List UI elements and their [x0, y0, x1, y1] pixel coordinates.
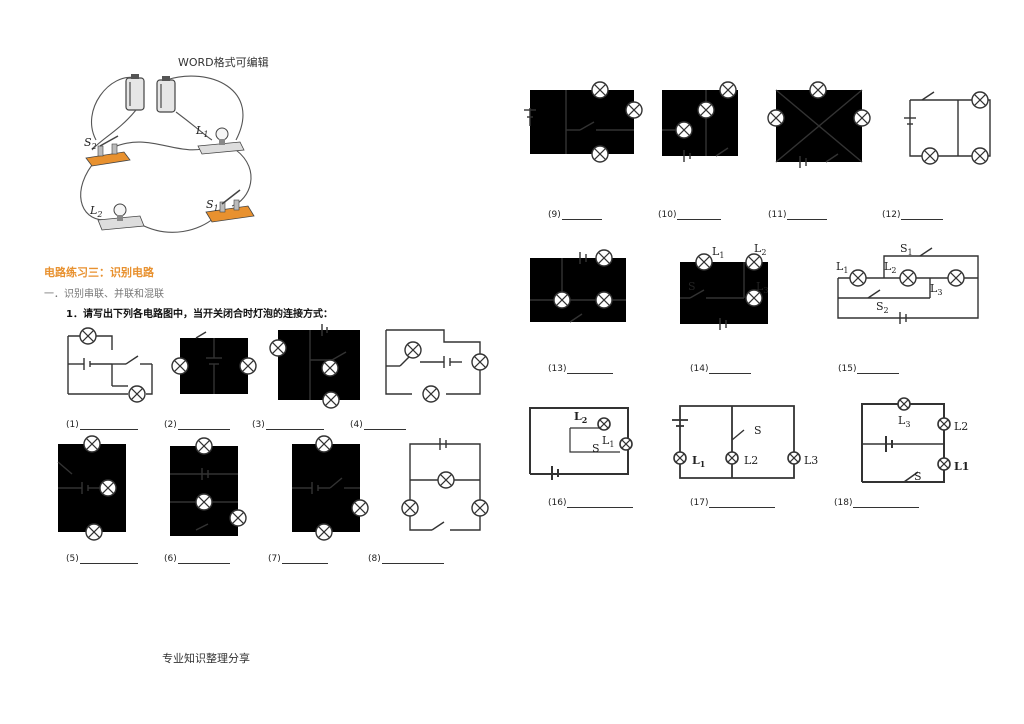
label-s2-c15: S2 — [876, 300, 889, 315]
word-format-header: WORD格式可编辑 — [178, 56, 269, 69]
circuit-17 — [672, 405, 795, 479]
label-l2-c16: L2 — [574, 410, 587, 425]
switch-s2-photo — [85, 135, 131, 167]
answer-blank-13[interactable]: (13) — [548, 364, 614, 374]
label-l2-c17: L2 — [744, 454, 758, 467]
label-s-c17: S — [754, 424, 762, 437]
lamp-l1-photo — [197, 127, 245, 155]
answer-blank-3[interactable]: (3) — [252, 420, 324, 430]
label-l2-c15: L2 — [884, 260, 896, 275]
answer-blank-5[interactable]: (5) — [66, 554, 138, 564]
answer-blank-7[interactable]: (7) — [268, 554, 328, 564]
lamp-l2-photo — [97, 203, 145, 231]
answer-blank-12[interactable]: (12) — [882, 210, 944, 220]
question-1: 1．请写出下列各电路图中，当开关闭合时灯泡的连接方式： — [66, 309, 333, 320]
label-l1-c15: L1 — [836, 260, 848, 275]
label-l3-c14: L3 — [756, 280, 768, 295]
circuit-10 — [662, 90, 738, 162]
circuit-2 — [180, 331, 248, 394]
section-title: 电路练习三：识别电路 — [44, 266, 154, 279]
answer-blank-17[interactable]: (17) — [690, 498, 776, 508]
label-s-c14: S — [688, 280, 696, 293]
label-s1-c15: S1 — [900, 242, 913, 257]
answer-blank-14[interactable]: (14) — [690, 364, 752, 374]
label-l3-c18: L3 — [898, 414, 910, 429]
section-subtitle: 一．识别串联、并联和混联 — [44, 289, 164, 300]
label-l2-photo: L2 — [89, 204, 102, 219]
physical-circuit-photo: S2 L1 L2 S1 — [58, 70, 268, 250]
label-l1-photo: L1 — [195, 124, 208, 139]
label-l1-c14: L1 — [712, 245, 724, 260]
label-s-c18: S — [914, 470, 922, 483]
circuit-11 — [775, 89, 863, 168]
circuit-16 — [529, 407, 629, 480]
answer-blank-1[interactable]: (1) — [66, 420, 138, 430]
label-l2-c18: L2 — [954, 420, 968, 433]
label-l1-c16: L1 — [602, 434, 614, 449]
answer-blank-4[interactable]: (4) — [350, 420, 406, 430]
switch-s1-photo — [205, 189, 255, 223]
label-l2-c14: L2 — [754, 242, 766, 257]
circuit-14 — [680, 262, 768, 330]
label-l1-c17: L1 — [692, 454, 705, 469]
circuit-6 — [170, 446, 238, 536]
answer-blank-11[interactable]: (11) — [768, 210, 828, 220]
answer-blank-6[interactable]: (6) — [164, 554, 230, 564]
answer-blank-18[interactable]: (18) — [834, 498, 920, 508]
circuit-9 — [524, 90, 634, 154]
label-s1-photo: S1 — [206, 198, 219, 213]
label-s2-photo: S2 — [84, 136, 97, 151]
circuit-3 — [278, 324, 360, 400]
answer-blank-9[interactable]: (9) — [548, 210, 602, 220]
circuit-13 — [530, 252, 626, 323]
answer-blank-8[interactable]: (8) — [368, 554, 444, 564]
answer-blank-15[interactable]: (15) — [838, 364, 900, 374]
circuit-12 — [904, 91, 991, 157]
battery-photo-1 — [125, 74, 145, 111]
answer-blank-2[interactable]: (2) — [164, 420, 230, 430]
circuit-18 — [861, 403, 945, 483]
label-l1-c18: L1 — [954, 460, 969, 473]
label-s-c16: S — [592, 442, 600, 455]
answer-blank-16[interactable]: (16) — [548, 498, 634, 508]
page-footer: 专业知识整理分享 — [162, 652, 250, 665]
label-l3-c17: L3 — [804, 454, 818, 467]
battery-photo-2 — [156, 76, 176, 113]
circuit-1 — [67, 335, 153, 395]
circuit-7 — [292, 444, 360, 532]
circuit-4 — [385, 329, 481, 395]
answer-blank-10[interactable]: (10) — [658, 210, 722, 220]
label-l3-c15: L3 — [930, 282, 942, 297]
